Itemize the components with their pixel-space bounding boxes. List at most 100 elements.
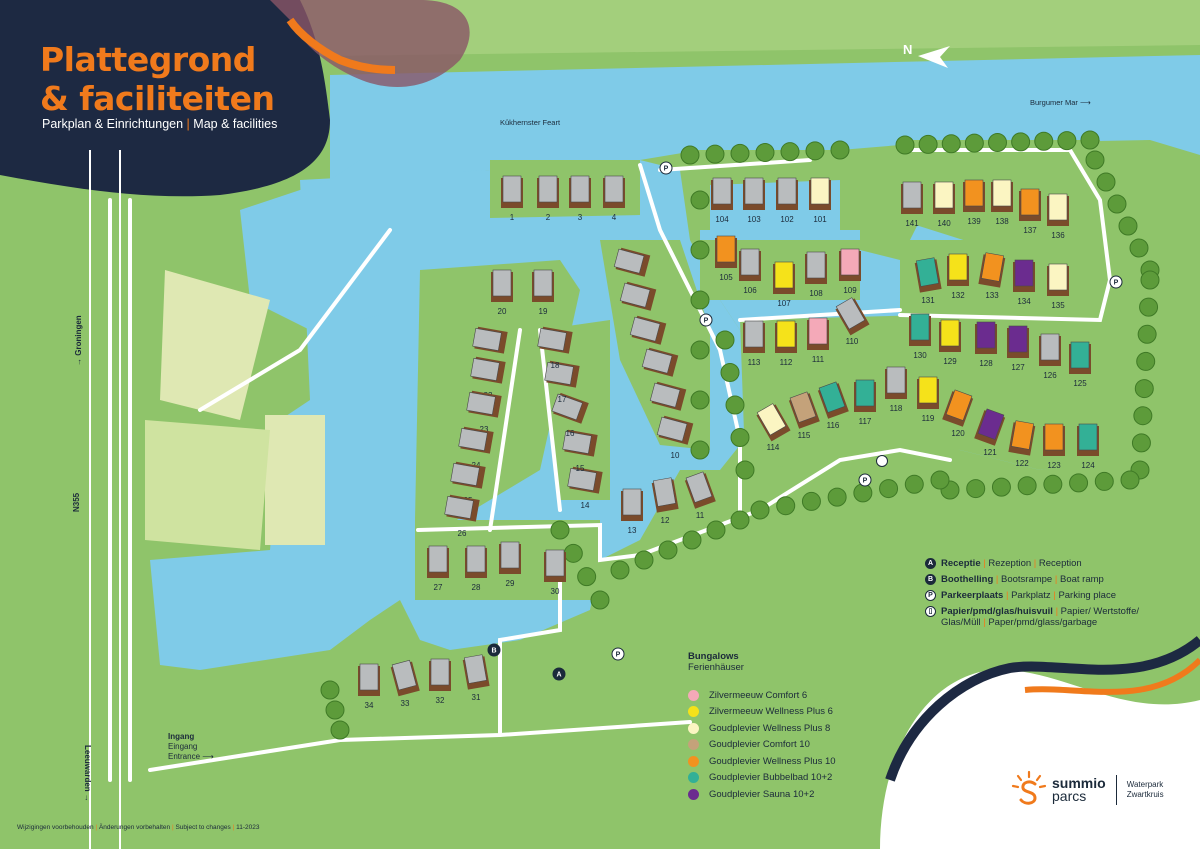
tree xyxy=(705,144,725,164)
bungalow-21 xyxy=(472,326,508,354)
tree xyxy=(988,133,1007,152)
tree xyxy=(1034,131,1054,151)
parking-marker: P xyxy=(659,161,673,175)
tree xyxy=(750,500,770,520)
tree xyxy=(895,135,915,155)
bungalow-legend-item: Goudplevier Comfort 10 xyxy=(688,737,836,754)
color-swatch xyxy=(688,788,699,800)
water-label-burgumer: Burgumer Mar ⟶ xyxy=(1030,98,1091,107)
bungalow-type-label: Goudplevier Wellness Plus 8 xyxy=(709,722,831,734)
bungalow-127 xyxy=(1007,325,1029,358)
tree xyxy=(1096,172,1116,192)
bungalow-number-18: 18 xyxy=(551,361,560,370)
bungalow-126 xyxy=(1039,333,1061,366)
bungalow-number-115: 115 xyxy=(798,431,811,440)
bungalow-type-label: Zilvermeeuw Comfort 6 xyxy=(709,689,808,701)
bungalow-115 xyxy=(788,391,820,429)
bungalow-121 xyxy=(974,408,1006,446)
color-swatch xyxy=(688,706,699,718)
legend-boat-ramp-nl: Boothelling xyxy=(941,574,994,585)
brand-name-1: summio xyxy=(1052,775,1106,791)
bungalow-number-30: 30 xyxy=(551,587,560,596)
bungalow-109 xyxy=(839,248,861,281)
bungalow-141 xyxy=(901,181,923,214)
tree xyxy=(964,133,984,153)
tree xyxy=(735,460,755,480)
svg-text:P: P xyxy=(1114,280,1119,287)
legend-reception-en: Reception xyxy=(1038,558,1082,569)
arrow-right-icon: ⟶ xyxy=(202,752,214,761)
parking-marker: P xyxy=(858,473,872,487)
reception-marker: A xyxy=(552,667,566,681)
bungalow-18 xyxy=(537,326,573,354)
bungalow-1 xyxy=(501,175,523,208)
bungalow-number-16: 16 xyxy=(566,429,575,438)
legend-boat-ramp-de: Bootsrampe xyxy=(1001,574,1053,585)
parking-marker: P xyxy=(1109,275,1123,289)
n355-road xyxy=(89,150,121,849)
bungalow-legend-item: Goudplevier Bubbelbad 10+2 xyxy=(688,770,836,787)
bungalow-8 xyxy=(641,347,679,377)
bungalow-140 xyxy=(933,181,955,214)
island-east-block-a xyxy=(690,150,860,230)
bungalow-number-136: 136 xyxy=(1051,231,1065,240)
bungalow-number-127: 127 xyxy=(1011,363,1025,372)
tree xyxy=(1131,433,1151,453)
north-label: N xyxy=(903,42,913,57)
bungalow-120 xyxy=(942,389,974,427)
bungalow-30 xyxy=(544,549,566,582)
facilities-legend: A Receptie | Rezeption | Reception B Boo… xyxy=(925,558,1171,633)
bungalow-number-117: 117 xyxy=(859,417,872,426)
bungalow-10 xyxy=(656,415,694,445)
bungalow-number-105: 105 xyxy=(719,273,733,282)
bungalow-33 xyxy=(390,659,420,697)
bungalow-137 xyxy=(1019,188,1041,221)
bungalow-number-130: 130 xyxy=(913,351,927,360)
bungalow-139 xyxy=(963,179,985,212)
tree xyxy=(325,700,345,720)
lake-north xyxy=(330,55,1200,180)
bungalow-108 xyxy=(805,251,827,284)
water-label-kukhernster: Kûkhernster Feart xyxy=(500,118,561,127)
legend-parking-nl: Parkeerplaats xyxy=(941,590,1004,601)
svg-text:A: A xyxy=(556,672,561,679)
bungalow-number-101: 101 xyxy=(813,215,827,224)
bungalow-32 xyxy=(429,658,451,691)
bungalow-legend-item: Goudplevier Wellness Plus 10 xyxy=(688,753,836,770)
bungalow-28 xyxy=(465,545,487,578)
bungalow-111 xyxy=(807,317,829,350)
bungalow-110 xyxy=(835,297,870,336)
bungalow-128 xyxy=(975,321,997,354)
tree xyxy=(801,491,821,511)
bungalow-26 xyxy=(444,494,480,522)
tree xyxy=(755,143,775,162)
footer-en: Subject to changes xyxy=(175,824,231,831)
bungalow-number-108: 108 xyxy=(809,289,823,298)
bungalow-116 xyxy=(817,381,849,419)
tree xyxy=(830,140,850,160)
tree xyxy=(634,550,654,570)
tree xyxy=(1094,471,1114,491)
bungalow-31 xyxy=(462,654,490,690)
tree xyxy=(690,390,710,410)
arrow-up-icon: → xyxy=(74,358,83,366)
bungalow-legend-item: Zilvermeeuw Wellness Plus 6 xyxy=(688,704,836,721)
bungalow-114 xyxy=(756,403,791,442)
legend-parking-de: Parkplatz xyxy=(1011,590,1051,601)
parking-marker: P xyxy=(699,313,713,327)
bungalow-type-label: Goudplevier Wellness Plus 10 xyxy=(709,755,836,767)
bungalow-9 xyxy=(649,381,687,411)
bungalow-number-135: 135 xyxy=(1051,301,1065,310)
bungalow-number-126: 126 xyxy=(1043,371,1057,380)
color-swatch xyxy=(688,755,699,767)
bungalow-13 xyxy=(621,488,643,521)
svg-text:P: P xyxy=(863,478,868,485)
bungalow-legend-list: Zilvermeeuw Comfort 6 Zilvermeeuw Wellnes… xyxy=(688,687,836,803)
bungalow-number-112: 112 xyxy=(780,358,793,367)
title-line-2: & faciliteiten xyxy=(40,79,275,118)
bungalow-136 xyxy=(1047,193,1069,226)
tree xyxy=(730,428,750,447)
tree xyxy=(658,540,678,560)
tree xyxy=(1107,194,1127,214)
